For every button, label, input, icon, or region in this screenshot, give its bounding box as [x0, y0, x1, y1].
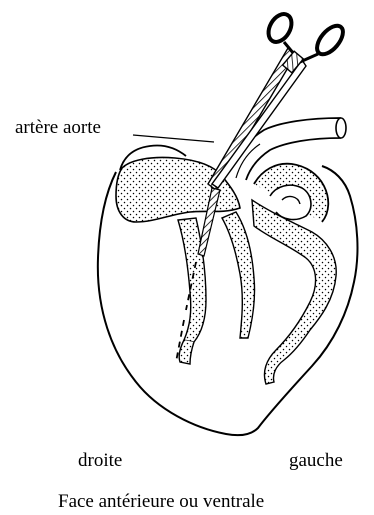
right-vessel-shading [252, 200, 336, 384]
left-side-label: gauche [289, 451, 343, 470]
right-side-label: droite [78, 451, 122, 470]
left-branch-shading [222, 212, 255, 338]
aorta-leader-line [133, 135, 214, 142]
center-vessel-tip [179, 340, 194, 364]
figure-caption: Face antérieure ou ventrale [58, 492, 264, 511]
aorta-opening [336, 118, 346, 138]
aorta-label: artère aorte [15, 118, 101, 137]
scissors-ring-left [264, 10, 296, 46]
